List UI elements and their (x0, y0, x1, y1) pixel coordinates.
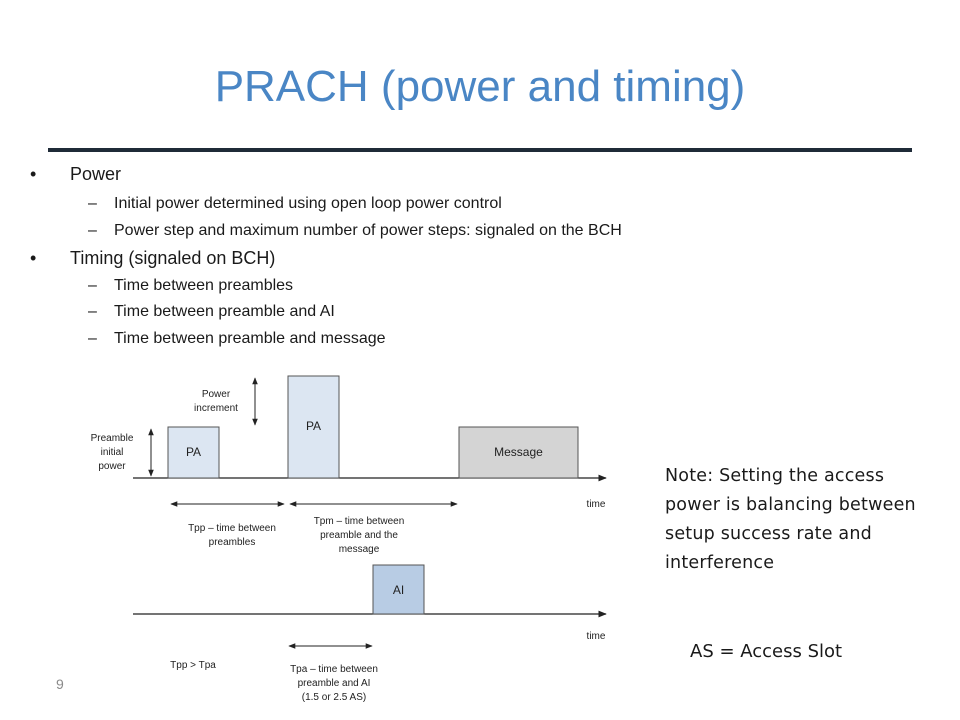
sub-bullet-text: Time between preamble and message (114, 330, 386, 347)
access-power-note: Note: Setting the access power is balanc… (665, 466, 916, 573)
sub-bullet-text: Initial power determined using open loop… (114, 195, 502, 212)
tpp-label-line-2: preambles (209, 537, 256, 548)
tpm-label-line-1: Tpm – time between (314, 516, 405, 527)
sub-bullet-text: Time between preambles (114, 277, 294, 294)
tpp-gt-tpa-label: Tpp > Tpa (170, 660, 216, 671)
title-divider (48, 148, 912, 152)
pa-block-2 (287, 375, 340, 479)
sub-bullet-text: Power step and maximum number of power s… (114, 222, 622, 239)
ai-label: AI (393, 583, 404, 597)
bullet-dot: • (30, 248, 37, 268)
power-increment-line-1: Power (202, 389, 231, 400)
tpa-label-line-2: preamble and AI (298, 678, 371, 689)
bullet-label: Power (70, 164, 122, 184)
access-slot-note: AS = Access Slot (690, 641, 843, 662)
ai-block (372, 564, 425, 615)
tpp-label-line-1: Tpp – time between (188, 523, 276, 534)
bullet-dot: • (30, 164, 37, 184)
sub-bullet-dash: – (88, 277, 97, 294)
pa-block-1 (167, 426, 220, 479)
sub-bullet-dash: – (88, 222, 97, 239)
page-title: PRACH (power and timing) (214, 62, 746, 111)
sub-bullet-dash: – (88, 195, 97, 212)
time-label-upper: time (587, 499, 606, 510)
tpa-label-line-1: Tpa – time between (290, 664, 378, 675)
tpm-label-line-2: preamble and the (320, 530, 398, 541)
power-increment-line-2: increment (194, 403, 238, 414)
sub-bullet-text: Time between preamble and AI (114, 303, 335, 320)
pa-label-2: PA (306, 419, 321, 433)
message-block (458, 426, 579, 479)
page-number: 9 (56, 676, 64, 692)
pa-label-1: PA (186, 445, 201, 459)
bullet-label: Timing (signaled on BCH) (70, 248, 276, 268)
time-label-lower: time (587, 631, 606, 642)
message-label: Message (494, 445, 543, 459)
sub-bullet-dash: – (88, 303, 97, 320)
tpa-label-line-3: (1.5 or 2.5 AS) (302, 692, 366, 703)
preamble-initial-power-line-2: initial (101, 447, 124, 458)
preamble-initial-power-line-1: Preamble (91, 433, 134, 444)
preamble-initial-power-line-3: power (98, 461, 126, 472)
sub-bullet-dash: – (88, 330, 97, 347)
tpm-label-line-3: message (339, 544, 380, 555)
